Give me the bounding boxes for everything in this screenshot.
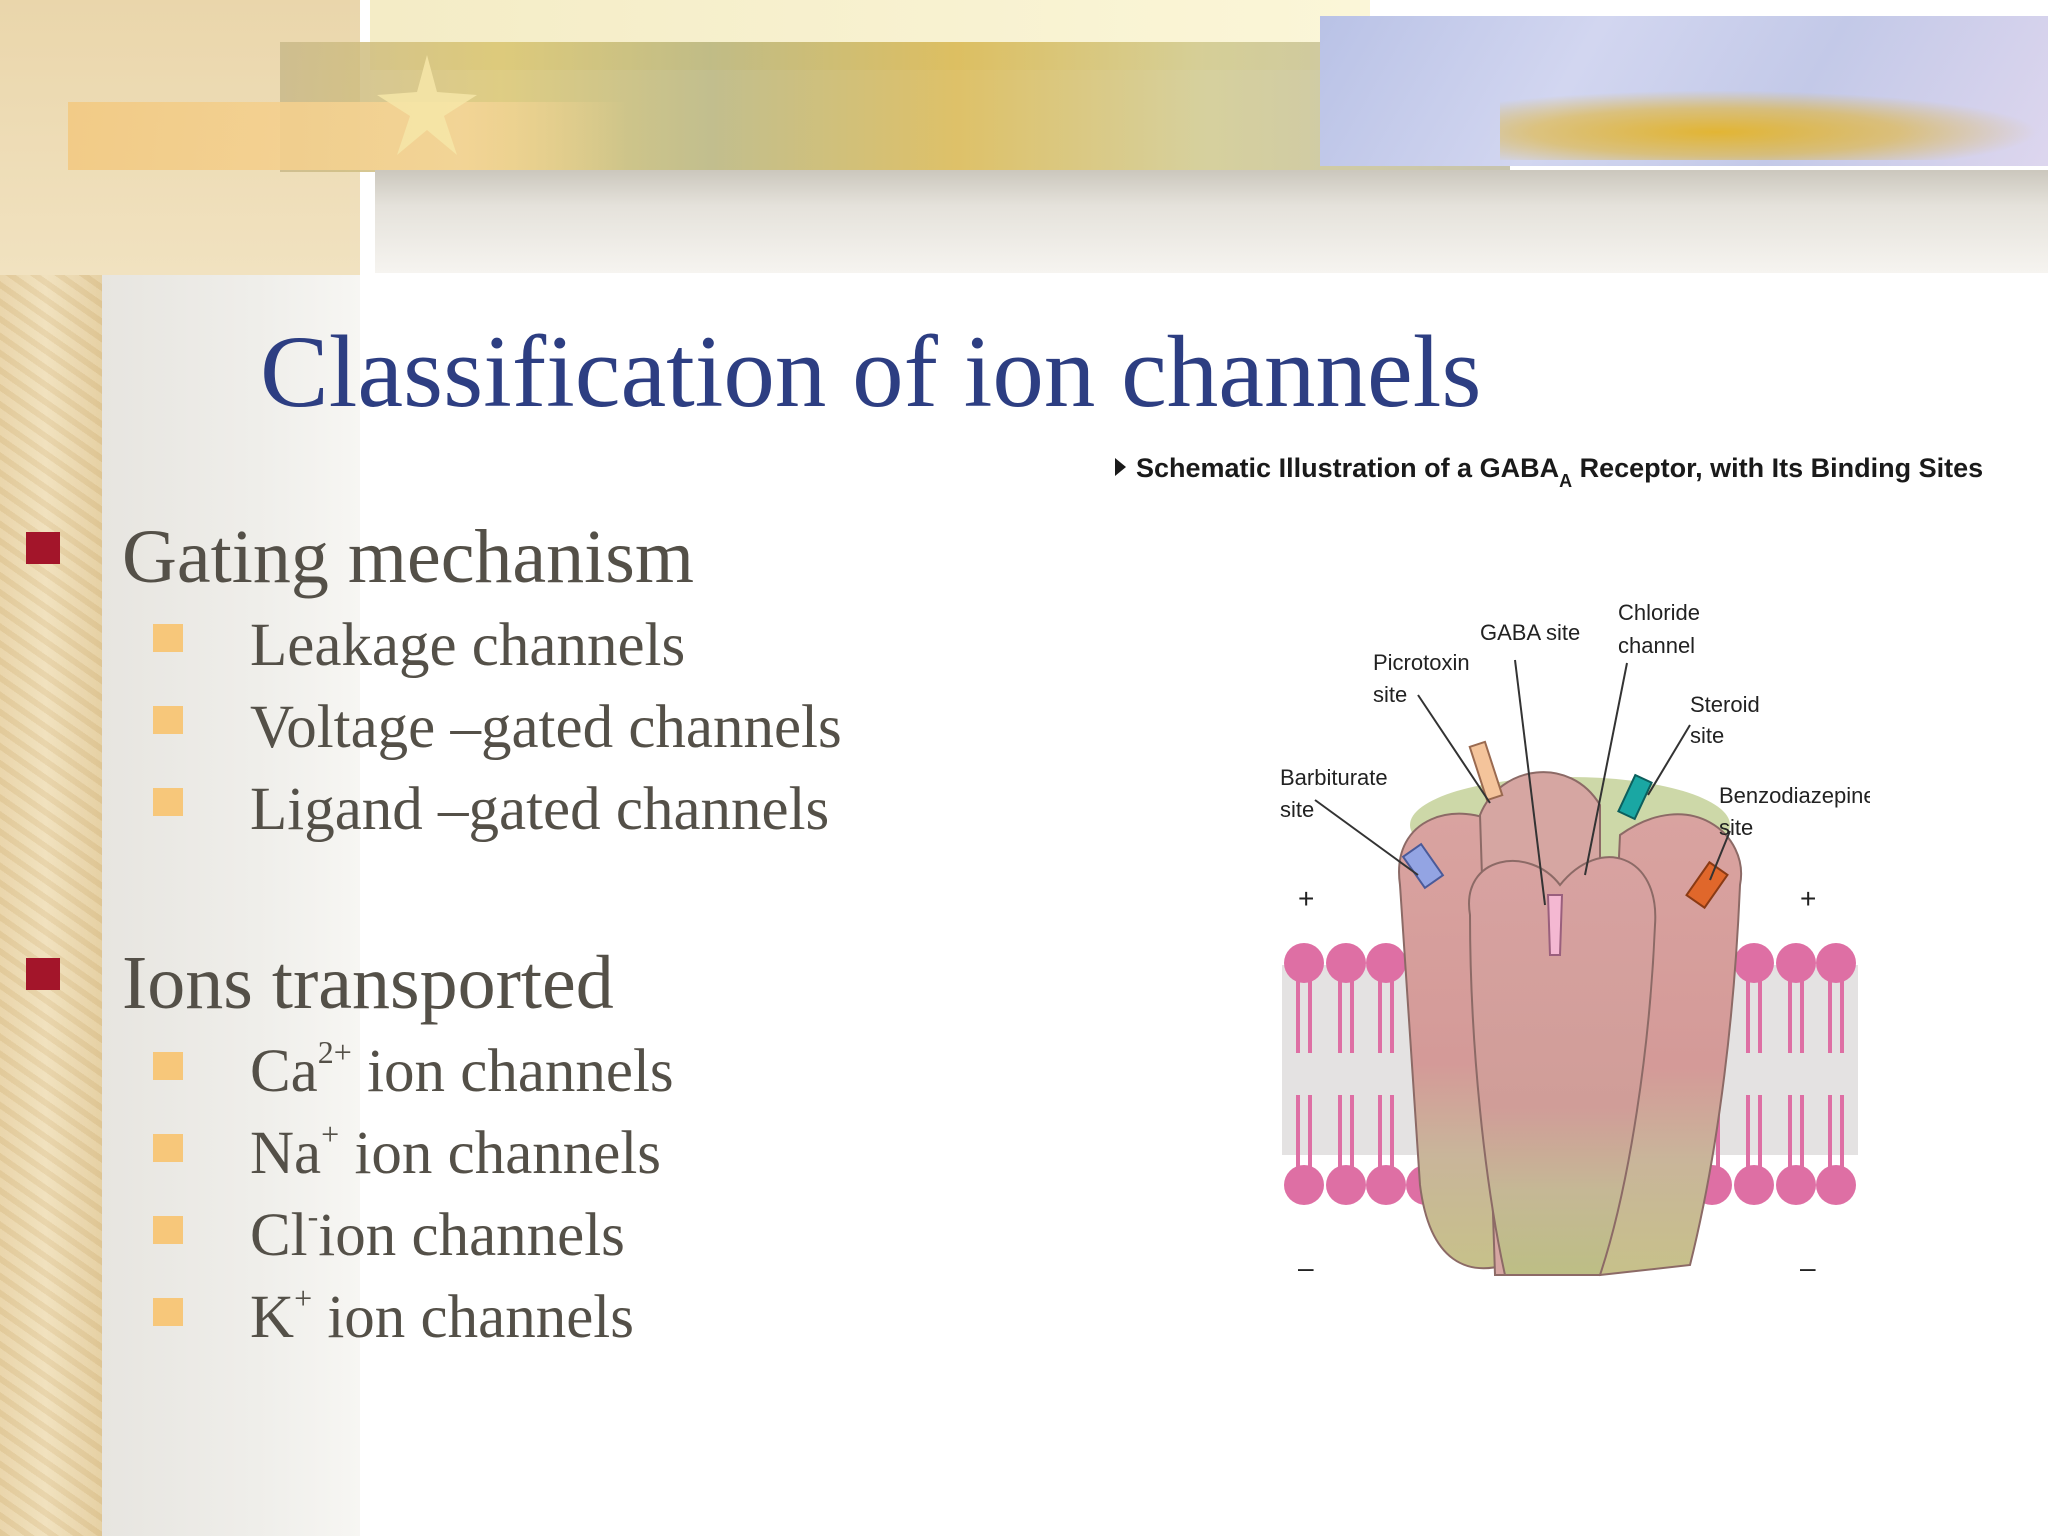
banner-gold-spray	[1500, 90, 2040, 160]
benzodiazepine-label: Benzodiazepine	[1719, 783, 1870, 808]
gaba-site-label: GABA site	[1480, 620, 1580, 645]
section-heading: Ions transported	[122, 941, 614, 1025]
sub-bullet-square-icon	[153, 1052, 183, 1080]
barbiturate-label: Barbiturate	[1280, 765, 1388, 790]
chloride-label: Chloride	[1618, 600, 1700, 625]
ion-symbol: Ca	[250, 1038, 318, 1105]
play-triangle-icon	[1115, 458, 1126, 476]
ion-channel-text: ion channels	[318, 1202, 625, 1269]
list-item: Leakage channels	[250, 612, 686, 679]
list-item: Voltage –gated channels	[250, 694, 842, 761]
list-item: Cl-ion channels	[250, 1200, 625, 1272]
gaba-receptor-diagram: GABA site Chloride channel Picrotoxin si…	[1280, 600, 1870, 1283]
ion-channel-text: ion channels	[312, 1284, 634, 1351]
caption-rest: Receptor, with Its Binding Sites	[1572, 453, 1984, 483]
ion-symbol: K	[250, 1284, 295, 1351]
ion-symbol: Na	[250, 1120, 322, 1187]
ion-channel-text: ion channels	[351, 1038, 674, 1105]
star-flower-icon	[377, 55, 477, 155]
sub-bullet-square-icon	[153, 1216, 183, 1244]
caption-main: Schematic Illustration of a GABA	[1136, 453, 1560, 483]
ion-charge: +	[294, 1280, 313, 1316]
plus-left-label: +	[1298, 883, 1314, 914]
picrotoxin-site-label: site	[1373, 682, 1407, 707]
ion-charge: +	[321, 1116, 340, 1152]
bullet-square-icon	[26, 958, 60, 990]
ion-charge: -	[307, 1198, 319, 1234]
gray-column	[102, 160, 360, 1536]
minus-left-label: –	[1298, 1252, 1314, 1283]
list-item: Ligand –gated channels	[250, 776, 830, 843]
sub-bullet-square-icon	[153, 1134, 183, 1162]
slide-title: Classification of ion channels	[260, 315, 1482, 429]
steroid-site-marker	[1617, 773, 1653, 821]
receptor-subunit-front	[1468, 856, 1657, 1276]
steroid-site-label: site	[1690, 723, 1724, 748]
sub-bullet-square-icon	[153, 624, 183, 652]
list-item: K+ ion channels	[250, 1282, 634, 1354]
picrotoxin-site-marker	[1468, 740, 1504, 802]
ion-channel-text: ion channels	[339, 1120, 662, 1187]
header-banner	[0, 0, 2048, 275]
ion-symbol: Cl	[250, 1202, 308, 1269]
banner-shadow	[375, 170, 2048, 273]
channel-label: channel	[1618, 633, 1695, 658]
figure-caption: Schematic Illustration of a GABAA Recept…	[1115, 446, 1983, 491]
plus-right-label: +	[1800, 883, 1816, 914]
sub-bullet-square-icon	[153, 1298, 183, 1326]
list-item: Ca2+ ion channels	[250, 1036, 674, 1108]
sub-bullet-square-icon	[153, 788, 183, 816]
section-heading: Gating mechanism	[122, 515, 694, 599]
benzodiazepine-site-label: site	[1719, 815, 1753, 840]
caption-subscript: A	[1559, 471, 1573, 491]
ion-charge: 2+	[317, 1034, 352, 1070]
sub-bullet-square-icon	[153, 706, 183, 734]
bullet-square-icon	[26, 532, 60, 564]
picrotoxin-label: Picrotoxin	[1373, 650, 1470, 675]
minus-right-label: –	[1800, 1252, 1816, 1283]
barbiturate-site-label: site	[1280, 797, 1314, 822]
benzodiazepine-site-marker	[1685, 860, 1729, 910]
banner-orange-band	[68, 102, 628, 170]
steroid-label: Steroid	[1690, 692, 1760, 717]
list-item: Na+ ion channels	[250, 1118, 661, 1190]
gaba-site-marker	[1546, 894, 1564, 956]
